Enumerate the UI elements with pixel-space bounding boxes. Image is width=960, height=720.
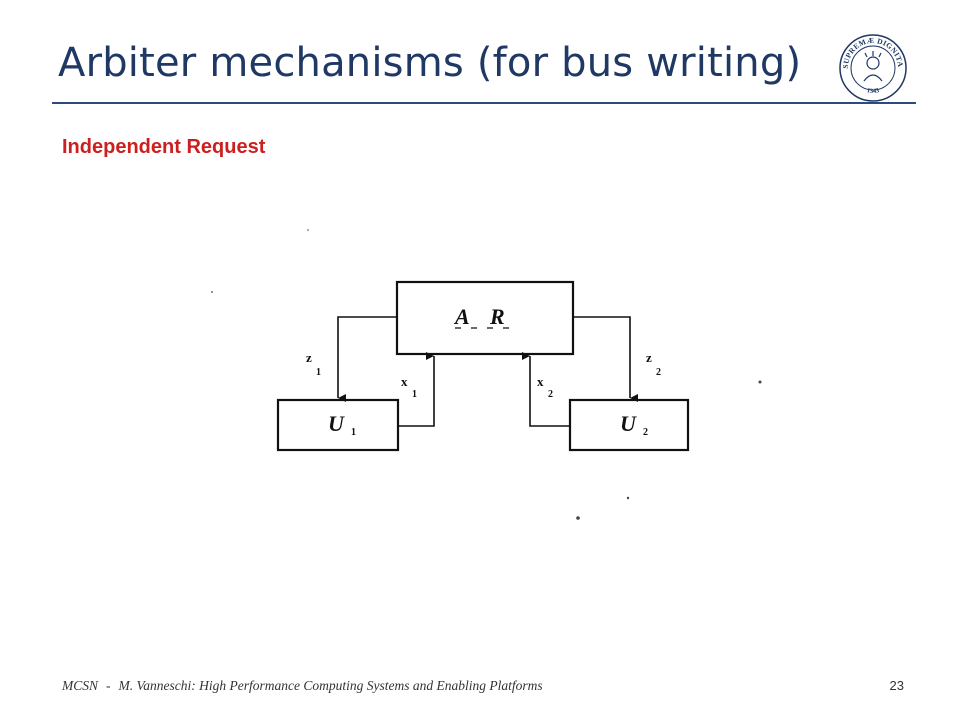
section-heading: Independent Request [62, 136, 266, 158]
arbiter-box [395, 280, 575, 356]
arbiter-label-r: R [489, 304, 505, 329]
signal-z1-line [337, 316, 397, 402]
signal-x1-sub: 1 [412, 389, 417, 400]
unit-2-sub: 2 [643, 427, 648, 438]
arbiter-diagram: A R U 1 U 2 z 1 x 1 x 2 z 2 [211, 229, 762, 520]
signal-x2-label: x [537, 374, 544, 389]
title-divider [52, 102, 916, 104]
page-number: 23 [889, 678, 904, 693]
unit-1-sub: 1 [351, 427, 356, 438]
signal-x2-sub: 2 [548, 389, 553, 400]
signal-z1-sub: 1 [316, 367, 321, 378]
arbiter-label-a: A [453, 304, 470, 329]
signal-z2-label: z [646, 350, 652, 365]
signal-z1-label: z [306, 350, 312, 365]
footer-separator: - [106, 678, 111, 693]
signal-x1-label: x [401, 374, 408, 389]
signal-z2-sub: 2 [656, 367, 661, 378]
seal-motto: IN SUPREMÆ DIGNITATIS [838, 33, 905, 69]
footer-course: MCSN [62, 678, 99, 693]
footer: MCSN-M. Vanneschi: High Performance Comp… [62, 678, 543, 694]
unit-2-label: U [620, 411, 637, 436]
unit-2-box [568, 398, 690, 452]
seal-year: 1343 [866, 87, 881, 95]
scan-speckles [211, 229, 762, 520]
signal-x2-line [522, 352, 570, 427]
slide-title: Arbiter mechanisms (for bus writing) [58, 40, 802, 86]
signal-x1-line [398, 352, 435, 427]
unit-1-label: U [328, 411, 345, 436]
signal-z2-line [573, 316, 638, 402]
seal-figure-icon [863, 51, 883, 82]
footer-author: M. Vanneschi: High Performance Computing… [118, 678, 543, 693]
university-seal-icon: IN SUPREMÆ DIGNITATIS 1343 [838, 33, 907, 102]
